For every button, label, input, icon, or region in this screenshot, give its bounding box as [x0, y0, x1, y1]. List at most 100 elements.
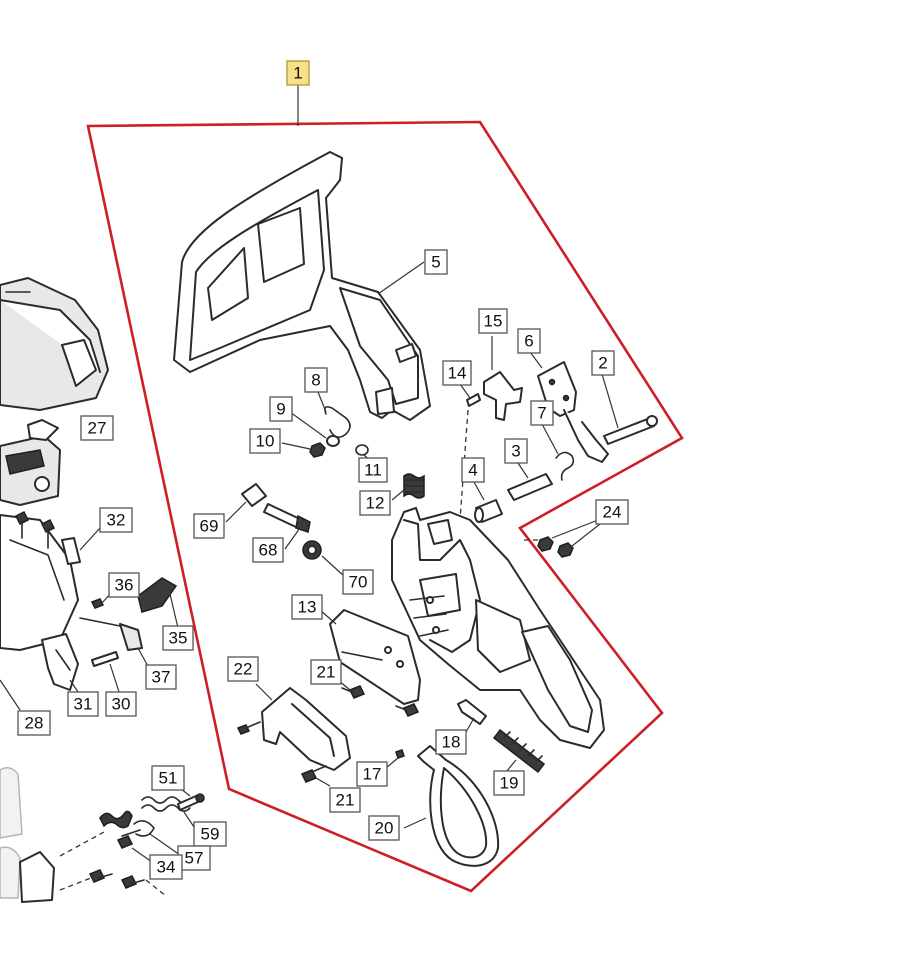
callout-34: 34: [149, 854, 183, 880]
part-3-pin: [507, 459, 553, 501]
svg-text:2: 2: [598, 354, 607, 373]
svg-text:30: 30: [112, 695, 131, 714]
callout-5: 5: [424, 249, 448, 275]
svg-text:17: 17: [363, 765, 382, 784]
svg-text:59: 59: [201, 825, 220, 844]
svg-text:68: 68: [259, 541, 278, 560]
part-9-washer: [289, 411, 340, 447]
callout-59: 59: [193, 821, 227, 847]
part-34-spring-screw: [99, 810, 153, 863]
callout-37: 37: [145, 664, 177, 690]
part-4-bushing: [473, 481, 503, 523]
callout-51: 51: [151, 765, 185, 791]
screw-left-small: [14, 510, 56, 549]
svg-text:9: 9: [276, 400, 285, 419]
svg-text:70: 70: [349, 573, 368, 592]
svg-text:34: 34: [157, 858, 176, 877]
svg-text:3: 3: [511, 442, 520, 461]
callout-4: 4: [461, 457, 485, 483]
part-22-bracket: [236, 683, 351, 771]
callout-27: 27: [80, 415, 114, 441]
callout-69: 69: [193, 513, 225, 539]
callout-24: 24: [595, 499, 629, 525]
part-35-latch: [137, 577, 179, 629]
callout-35: 35: [162, 625, 194, 651]
callout-7: 7: [530, 400, 554, 426]
part-8-spring: [317, 391, 351, 438]
svg-text:27: 27: [88, 419, 107, 438]
part-30-pin: [91, 651, 121, 696]
assembly-boundary: [86, 120, 684, 893]
callout-22: 22: [227, 656, 259, 682]
part-19-spring: [492, 728, 546, 774]
callout-13: 13: [291, 594, 323, 620]
part-5-front-hand-guard: [173, 151, 431, 421]
callout-68: 68: [252, 537, 284, 563]
svg-text:69: 69: [200, 517, 219, 536]
svg-text:5: 5: [431, 253, 440, 272]
callout-19: 19: [493, 770, 525, 796]
lower-left-components: [0, 767, 167, 903]
part-15-lever: [483, 336, 523, 421]
callout-2: 2: [591, 350, 615, 376]
part-31-lever: [41, 633, 81, 696]
chain-brake-side-cover: [391, 507, 605, 749]
part-10-nut: [281, 442, 326, 458]
part-24-nuts: [537, 519, 601, 558]
svg-text:57: 57: [185, 849, 204, 868]
svg-text:4: 4: [468, 461, 477, 480]
part-17-pin: [385, 749, 405, 769]
callout-10: 10: [249, 428, 281, 454]
part-37-throttle-trigger: [79, 617, 151, 671]
svg-text:8: 8: [311, 371, 320, 390]
part-70-sprocket: [302, 540, 345, 577]
svg-text:18: 18: [442, 733, 461, 752]
part-21-screws-upper: [337, 679, 420, 717]
callout-57: 57: [177, 845, 211, 871]
callout-8: 8: [304, 367, 328, 393]
part-2-bolt: [601, 373, 658, 445]
svg-text:28: 28: [25, 714, 44, 733]
svg-text:10: 10: [256, 432, 275, 451]
callout-36: 36: [108, 572, 140, 598]
svg-text:6: 6: [524, 332, 533, 351]
part-7-spring: [541, 423, 575, 481]
svg-text:15: 15: [484, 312, 503, 331]
svg-text:37: 37: [152, 668, 171, 687]
svg-text:12: 12: [366, 494, 385, 513]
callout-70: 70: [342, 569, 374, 595]
svg-text:7: 7: [537, 404, 546, 423]
callout-14: 14: [442, 360, 472, 386]
part-32-cover-plate: [61, 527, 101, 565]
svg-text:14: 14: [448, 364, 467, 383]
part-18-pin: [457, 699, 487, 733]
callout-9: 9: [269, 396, 293, 422]
part-13-guide-plate: [319, 609, 421, 705]
callout-32: 32: [99, 507, 133, 533]
svg-text:32: 32: [107, 511, 126, 530]
callout-6: 6: [517, 328, 541, 354]
callout-3: 3: [504, 438, 528, 464]
part-68-bolt: [263, 503, 311, 550]
callout-17: 17: [356, 761, 388, 787]
part-14-pin: [459, 383, 481, 407]
rear-handle-section: [0, 514, 79, 651]
callout-21-upper: 21: [310, 659, 342, 685]
part-57-clip: [133, 820, 181, 856]
svg-text:36: 36: [115, 576, 134, 595]
svg-text:1: 1: [293, 64, 302, 83]
part-12-spring: [391, 473, 425, 501]
svg-text:22: 22: [234, 660, 253, 679]
svg-text:21: 21: [317, 663, 336, 682]
callout-11: 11: [358, 457, 388, 483]
callout-31: 31: [67, 691, 99, 717]
svg-text:21: 21: [336, 791, 355, 810]
callout-20: 20: [368, 815, 400, 841]
svg-text:24: 24: [603, 503, 622, 522]
svg-text:11: 11: [364, 461, 382, 480]
part-21-screw-lower: [300, 765, 331, 787]
part-20-brake-band: [403, 745, 500, 867]
svg-text:20: 20: [375, 819, 394, 838]
engine-cover: [0, 277, 109, 411]
